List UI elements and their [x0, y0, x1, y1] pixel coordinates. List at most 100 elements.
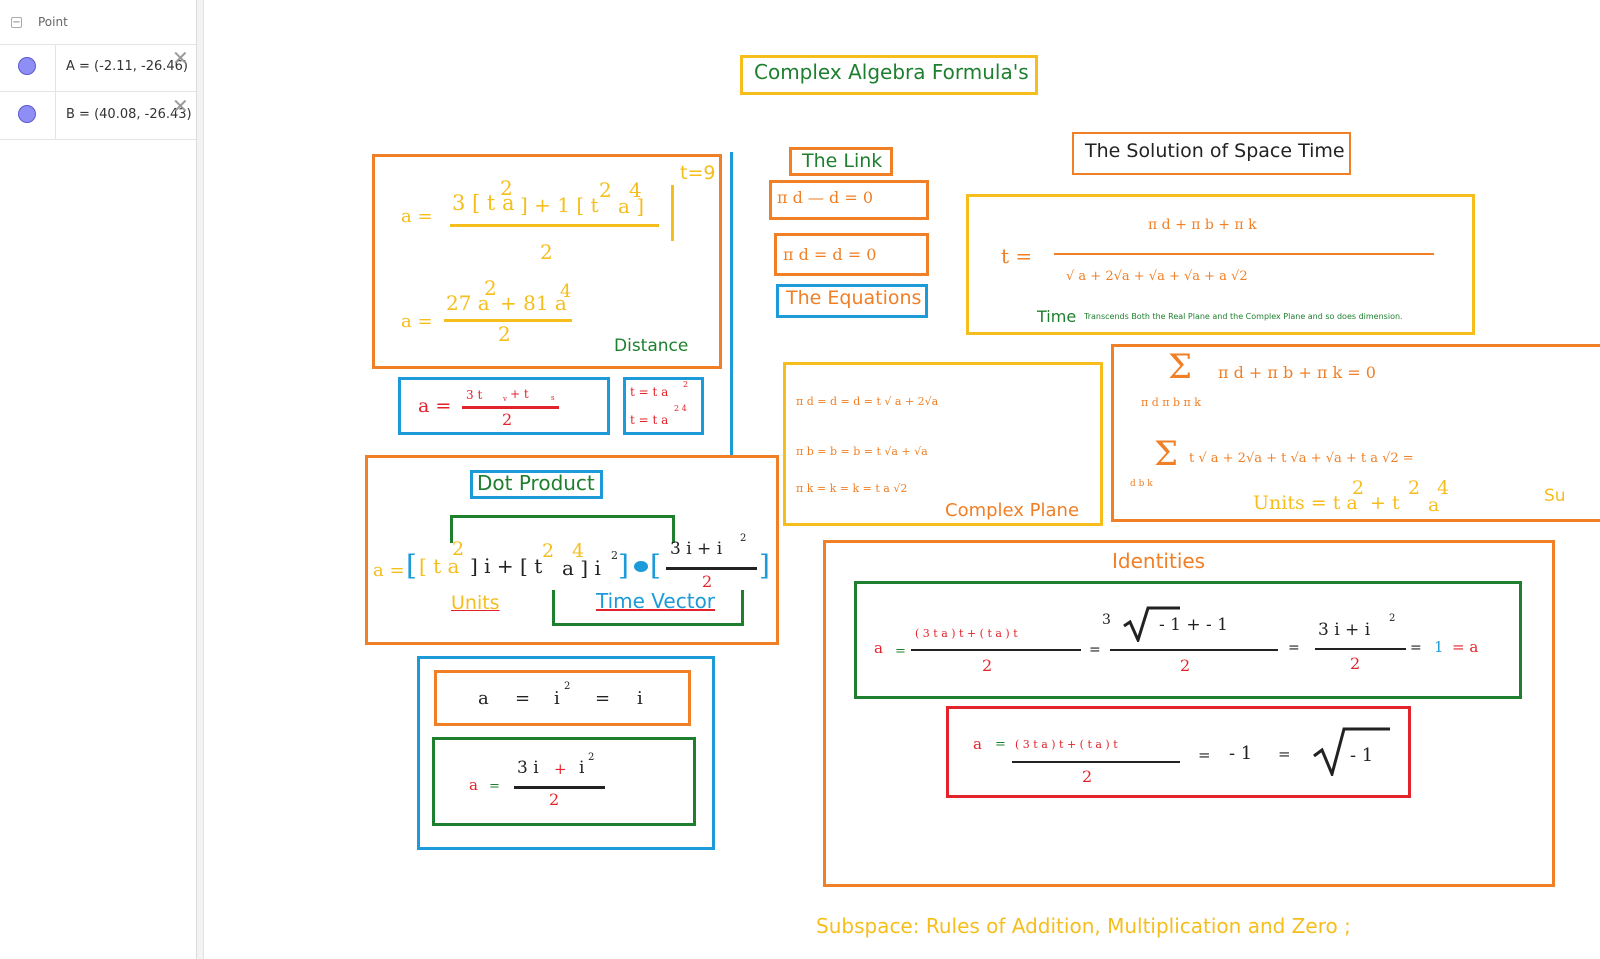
dot-exp2: 2 — [542, 540, 555, 562]
units-exp: 2 — [1352, 477, 1365, 499]
time-definition-box — [623, 377, 704, 435]
box2-sub-v: v — [503, 395, 507, 403]
fraction-bar — [444, 319, 572, 322]
green-numerator: ( 3 t a ) t + ( t a ) t — [915, 627, 1018, 640]
sum-equation-1: π d + π b + π k = 0 — [1218, 363, 1376, 382]
units-tail: a — [1428, 494, 1440, 516]
fraction-bar — [1110, 649, 1278, 651]
green-eq: = — [895, 644, 906, 659]
dot-product-box — [365, 455, 779, 645]
eq1-denominator: 2 — [540, 240, 553, 264]
graphics-view[interactable]: Complex Algebra Formula's a = 3 [ t a 2 … — [204, 0, 1600, 959]
complex-line3: π k = k = k = t a √2 — [796, 482, 908, 495]
complex-plane-caption: Complex Plane — [945, 500, 1080, 521]
red-mid: - 1 — [1229, 743, 1253, 764]
box2-sub-s: s — [551, 394, 555, 402]
visibility-toggle-icon[interactable] — [18, 57, 36, 75]
bracket-close: ] — [618, 549, 629, 582]
dot-exp1: 2 — [452, 538, 465, 560]
eq2-i: i — [579, 758, 585, 778]
eq1-i2: i — [637, 688, 643, 709]
identity-red-box — [946, 706, 1411, 798]
visibility-toggle-icon[interactable] — [18, 105, 36, 123]
red-denominator: 2 — [1082, 767, 1093, 786]
marble-cell — [0, 44, 56, 91]
green-denominator3: 2 — [1350, 654, 1361, 673]
fraction-bar — [1054, 253, 1434, 255]
red-eq2: = — [1198, 746, 1211, 764]
sum-subscripts: d b k — [1130, 479, 1153, 489]
eq2-plus: + — [554, 760, 567, 778]
box2-numerator: 3 t — [466, 388, 483, 402]
eq2-numerator: 3 i — [517, 758, 539, 778]
rhs-exponent: 2 — [740, 533, 747, 544]
complex-line1: π d = d = d = t √ a + 2√a — [796, 395, 939, 408]
dot-lhs: a = — [373, 560, 405, 581]
space-time-denominator: √ a + 2√a + √a + √a + a √2 — [1066, 269, 1248, 284]
complex-plane-box — [783, 362, 1103, 526]
cut-off-label: Su — [1544, 486, 1566, 506]
eq2-numerator: 27 a — [446, 291, 490, 315]
identity-box-i — [434, 670, 691, 726]
rhs-bracket-close: ] — [759, 549, 770, 582]
eq2-exponent: 2 — [588, 752, 595, 763]
green-eq4: = — [1410, 640, 1422, 656]
view-divider[interactable] — [197, 0, 204, 959]
eq2-denominator: 2 — [498, 322, 511, 346]
dot-product-title-box — [470, 470, 603, 499]
eq1-i: i — [554, 688, 560, 709]
identities-title: Identities — [1112, 549, 1206, 573]
eq2-denominator: 2 — [549, 790, 560, 809]
collapse-icon[interactable]: − — [11, 17, 22, 28]
green-eq2: = — [1089, 642, 1101, 658]
dot-product-title: Dot Product — [477, 471, 595, 495]
separator-line — [730, 152, 733, 457]
green-denominator2: 2 — [1180, 656, 1191, 675]
equations-label-box — [776, 284, 928, 318]
eq2-exponent2: 4 — [560, 281, 572, 302]
point-definition[interactable]: B = (40.08, -26.43) — [66, 107, 192, 122]
green-tail: = a — [1452, 638, 1479, 656]
space-time-title: The Solution of Space Time — [1085, 140, 1345, 162]
dot-exp3: 2 — [611, 549, 618, 562]
fraction-bar — [450, 224, 659, 227]
subspace-caption: Subspace: Rules of Addition, Multiplicat… — [816, 914, 1351, 938]
eq2-exponent1: 2 — [484, 276, 497, 300]
dot-operator-icon — [634, 561, 648, 572]
point-definition[interactable]: A = (-2.11, -26.46) — [66, 59, 189, 74]
algebra-item-a[interactable]: A = (-2.11, -26.46) ✕ — [0, 44, 196, 92]
sum-equation-1b: π d π b π k — [1141, 396, 1201, 409]
eq2-equals: = — [489, 779, 500, 794]
eq1-exponent: 2 — [500, 176, 513, 200]
radical-icon — [1123, 606, 1180, 642]
dot-part2: ] i + [ t — [470, 554, 543, 578]
identity-box-a — [432, 737, 696, 826]
eq1-numerator-mid: ] + 1 [ t — [520, 193, 599, 217]
time-def-line1: t = t a — [630, 385, 669, 399]
delete-icon[interactable]: ✕ — [172, 94, 189, 118]
eq1-numerator: 3 [ t a — [452, 191, 515, 215]
link-equation: π d — d = 0 — [777, 188, 874, 207]
green-eq3: = — [1288, 640, 1300, 656]
algebra-item-b[interactable]: B = (40.08, -26.43) ✕ — [0, 92, 196, 140]
units-label: Units — [451, 592, 500, 614]
link-equation2: π d = d = 0 — [783, 245, 877, 264]
green-bracket-bottom — [552, 590, 744, 626]
eq1-i-exponent: 2 — [564, 681, 571, 692]
title-box — [740, 55, 1038, 95]
eq1-exponent2: 2 — [599, 178, 612, 202]
summation-box — [1111, 344, 1600, 522]
delete-icon[interactable]: ✕ — [172, 46, 189, 70]
group-label: Point — [38, 15, 68, 29]
time-word: Time — [1037, 307, 1077, 326]
time-def-line1-exp: 2 — [683, 380, 689, 389]
time-vector-label: Time Vector — [596, 589, 716, 613]
red-numerator: ( 3 t a ) t + ( t a ) t — [1015, 738, 1118, 751]
space-time-box — [966, 194, 1475, 335]
algebra-group-header[interactable]: − Point — [0, 0, 196, 45]
dot-part3: a ] i — [562, 556, 601, 580]
imaginary-unit-box — [417, 656, 715, 850]
eq2-lhs: a = — [401, 311, 433, 332]
time-def-line2-exp: 2 4 — [674, 404, 687, 413]
page-title: Complex Algebra Formula's — [754, 60, 1029, 84]
